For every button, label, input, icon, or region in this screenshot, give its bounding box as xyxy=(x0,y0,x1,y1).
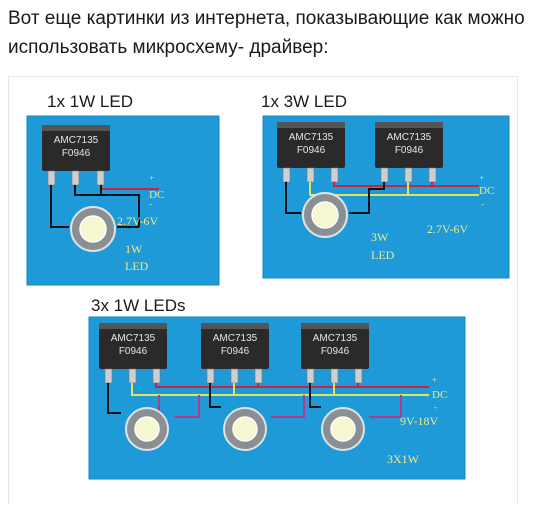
chip-pin xyxy=(306,368,315,384)
chip-part-number: AMC7135 xyxy=(313,333,358,344)
chip-pin xyxy=(71,170,80,186)
led-emitter xyxy=(302,192,348,238)
chip-body xyxy=(201,327,269,369)
wire-red xyxy=(155,383,429,388)
chip-tab xyxy=(301,323,369,329)
panel-1x-1w-led: 1x 1W LED AMC7135 F0946 + DC xyxy=(26,92,220,286)
chip-pin xyxy=(380,167,389,183)
panel-3x-1w-leds: 3x 1W LEDs AMC7135 F0946 AMC7135 F0946 xyxy=(88,296,466,480)
chip-tab xyxy=(201,323,269,329)
image-card[interactable]: 1x 1W LED AMC7135 F0946 + DC xyxy=(8,76,518,505)
led-dome xyxy=(79,215,107,243)
led-label: LED xyxy=(371,248,395,262)
panel-title: 1x 3W LED xyxy=(261,92,347,111)
chip-part-number: AMC7135 xyxy=(213,333,258,344)
chip-body xyxy=(99,327,167,369)
dc-label: DC xyxy=(479,185,494,197)
voltage-range: 2.7V-6V xyxy=(427,222,469,236)
voltage-range: 2.7V-6V xyxy=(117,214,159,228)
chip-pin xyxy=(428,167,437,183)
chip-pin xyxy=(354,368,363,384)
chip-pin xyxy=(404,167,413,183)
chip-tab xyxy=(42,125,110,131)
led-dome xyxy=(232,416,258,442)
panel-1x-3w-led: 1x 3W LED AMC7135 F0946 AMC7135 F0946 xyxy=(261,92,510,279)
chip-tab xyxy=(99,323,167,329)
chip-date-code: F0946 xyxy=(395,145,424,156)
dc-plus-sign: + xyxy=(149,173,154,183)
chip-pin xyxy=(282,167,291,183)
chip-part-number: AMC7135 xyxy=(387,132,432,143)
led-emitter xyxy=(70,206,116,252)
led-dome xyxy=(330,416,356,442)
driver-chip: AMC7135 F0946 xyxy=(99,323,167,384)
chip-part-number: AMC7135 xyxy=(111,333,156,344)
led-dome xyxy=(311,201,339,229)
chip-pin xyxy=(152,368,161,384)
dc-plus-sign: + xyxy=(479,173,484,183)
chip-date-code: F0946 xyxy=(321,346,350,357)
wire-black xyxy=(107,383,321,414)
driver-chip: AMC7135 F0946 xyxy=(277,122,345,183)
driver-chip: AMC7135 F0946 xyxy=(301,323,369,384)
chip-part-number: AMC7135 xyxy=(289,132,334,143)
panel-title: 1x 1W LED xyxy=(47,92,133,111)
chip-pin xyxy=(206,368,215,384)
chip-tab xyxy=(375,122,443,128)
dc-minus-sign: - xyxy=(434,402,437,412)
wire-black xyxy=(74,185,140,227)
dc-label: DC xyxy=(149,189,164,201)
led-driver-wiring-diagram: 1x 1W LED AMC7135 F0946 + DC xyxy=(26,92,510,480)
dc-minus-sign: - xyxy=(481,199,484,209)
wire-yellow xyxy=(131,383,429,396)
chip-pin xyxy=(254,368,263,384)
chip-pin xyxy=(128,368,137,384)
wire-purple xyxy=(158,395,402,418)
chip-body xyxy=(301,327,369,369)
led-emitter xyxy=(223,407,267,451)
wire-red xyxy=(333,182,479,187)
dc-plus-sign: + xyxy=(432,375,437,385)
voltage-range: 9V-18V xyxy=(400,414,439,428)
chip-pin xyxy=(330,368,339,384)
wire-yellow xyxy=(309,182,479,196)
chip-pin xyxy=(306,167,315,183)
wire-black xyxy=(285,182,385,214)
chip-body xyxy=(42,129,110,171)
chip-pin xyxy=(96,170,105,186)
chip-part-number: AMC7135 xyxy=(54,135,99,146)
led-label: LED xyxy=(125,259,149,273)
post-caption: Вот еще картинки из интернета, показываю… xyxy=(8,8,525,58)
led-rating: 1W xyxy=(125,242,143,256)
driver-chip: AMC7135 F0946 xyxy=(375,122,443,183)
led-dome xyxy=(134,416,160,442)
led-rating: 3X1W xyxy=(387,452,420,466)
chip-date-code: F0946 xyxy=(62,148,91,159)
chip-body xyxy=(277,126,345,168)
dc-label: DC xyxy=(432,389,447,401)
chip-date-code: F0946 xyxy=(221,346,250,357)
chip-pin xyxy=(330,167,339,183)
chip-pin xyxy=(104,368,113,384)
driver-chip: AMC7135 F0946 xyxy=(42,125,110,186)
wire-black xyxy=(50,185,69,228)
chip-pin xyxy=(230,368,239,384)
panel-title: 3x 1W LEDs xyxy=(91,296,185,315)
chip-date-code: F0946 xyxy=(297,145,326,156)
chip-date-code: F0946 xyxy=(119,346,148,357)
chip-body xyxy=(375,126,443,168)
driver-chip: AMC7135 F0946 xyxy=(201,323,269,384)
led-emitter xyxy=(321,407,365,451)
chip-pin xyxy=(47,170,56,186)
led-rating: 3W xyxy=(371,230,389,244)
chip-tab xyxy=(277,122,345,128)
led-emitter xyxy=(125,407,169,451)
dc-minus-sign: - xyxy=(149,199,152,209)
